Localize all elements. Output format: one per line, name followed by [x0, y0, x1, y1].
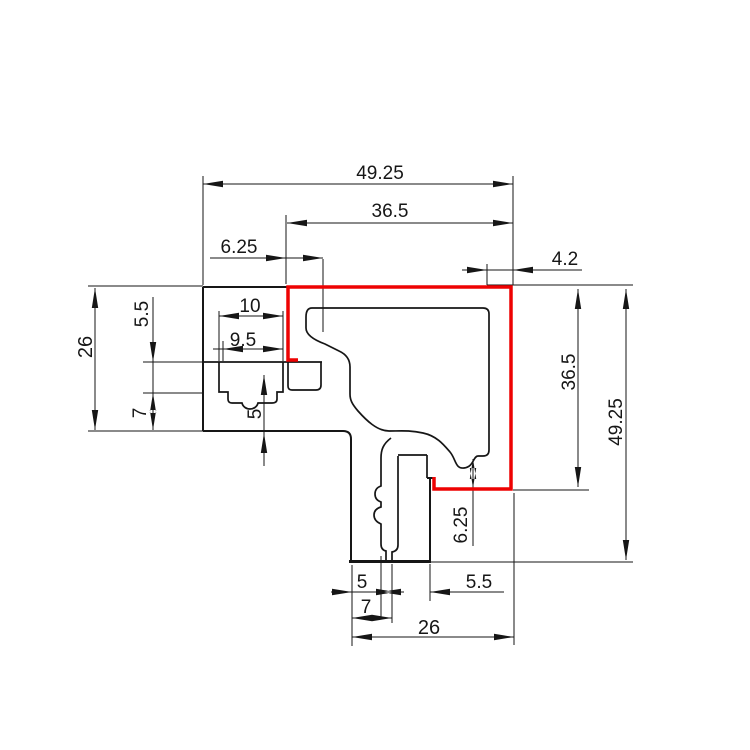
dim-label-top-corner-offset: 6.25	[221, 237, 258, 258]
dim-label-left-overall-height: 26	[75, 336, 97, 358]
dim-label-right-inner-height: 36.5	[559, 354, 580, 391]
pocket	[287, 362, 322, 391]
dim-label-slot-outer-width: 10	[239, 296, 260, 317]
leg-shelf	[398, 454, 428, 478]
highlight-surface	[286, 285, 513, 491]
dim-label-bottom-overall-width: 26	[418, 617, 440, 639]
screw-channel-left	[373, 437, 392, 561]
t-slot	[218, 362, 284, 410]
dim-label-slot-opening-height: 5	[245, 409, 266, 420]
screw-channel-right	[391, 456, 399, 561]
dim-label-left-shelf-depth: 5.5	[132, 301, 153, 327]
dim-label-leg-left-wall: 5	[357, 572, 368, 593]
dim-label-slot-inner-width: 9.5	[230, 330, 256, 351]
dimension-lines	[94, 183, 627, 638]
dim-label-top-inner-width: 36.5	[372, 201, 409, 222]
dim-label-left-lip-height: 7	[130, 408, 151, 419]
dim-label-top-right-wall: 4.2	[552, 249, 578, 270]
dim-label-right-overall-height: 49.25	[606, 398, 627, 446]
profile-internal-lines	[203, 307, 490, 561]
main-cavity	[305, 307, 490, 469]
profile-outline	[202, 286, 434, 563]
dim-label-bottom-right-wall: 6.25	[451, 507, 472, 544]
dimension-labels: 49.25 36.5 6.25 4.2 10 9.5 26 5.5 7 5 36…	[75, 163, 627, 639]
dim-label-top-overall-width: 49.25	[356, 163, 404, 184]
dim-label-leg-width: 7	[361, 597, 372, 618]
dim-label-leg-right-wall: 5.5	[466, 572, 492, 593]
extension-lines	[88, 176, 633, 646]
